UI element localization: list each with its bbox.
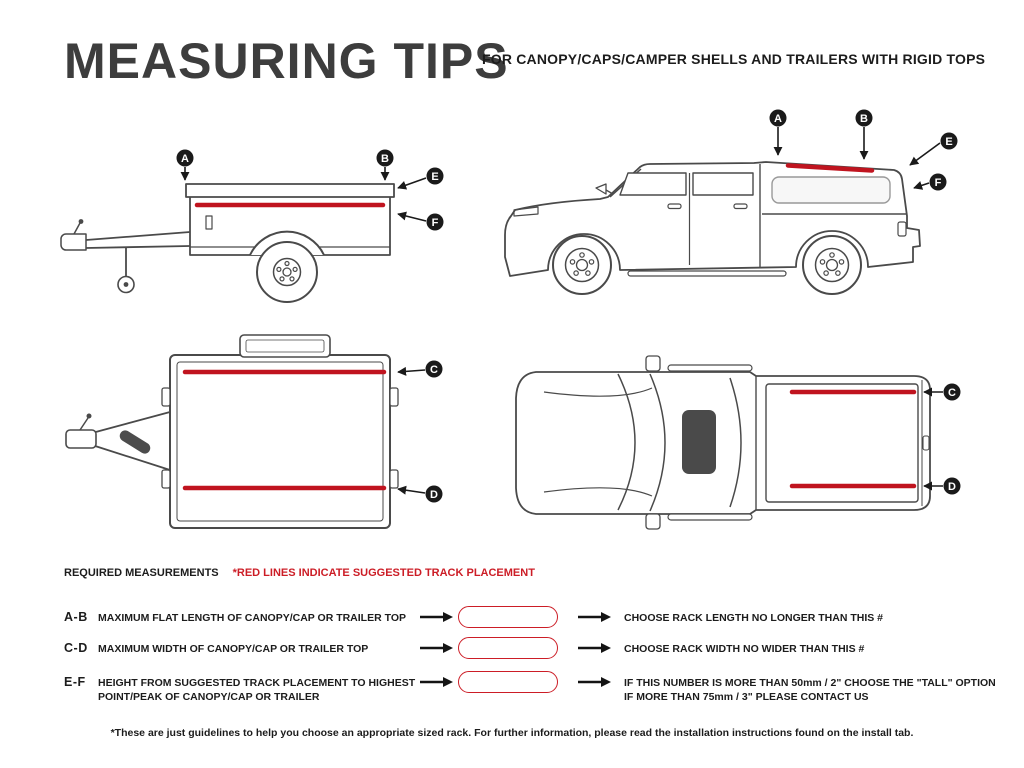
required-measurements-heading: REQUIRED MEASUREMENTS bbox=[64, 567, 219, 579]
trailer-top-outline bbox=[65, 334, 399, 529]
guidelines-footnote: *These are just guidelines to help you c… bbox=[110, 727, 914, 739]
svg-text:B: B bbox=[381, 153, 389, 165]
flow-arrow-icon bbox=[420, 612, 453, 622]
measurement-value-box-ab bbox=[458, 606, 558, 628]
svg-text:A: A bbox=[181, 153, 189, 165]
flow-arrow-icon bbox=[578, 612, 611, 622]
sunroof bbox=[682, 410, 716, 474]
svg-text:F: F bbox=[935, 177, 942, 189]
label-marker-b: B bbox=[855, 109, 873, 160]
measurement-row-ab: A-B MAXIMUM FLAT LENGTH OF CANOPY/CAP OR… bbox=[0, 606, 1024, 636]
label-marker-e: E bbox=[909, 132, 958, 166]
label-marker-c: C bbox=[923, 383, 961, 401]
label-marker-f: F bbox=[397, 211, 444, 231]
jockey-wheel-handle bbox=[119, 430, 151, 454]
truck-rear-wheel bbox=[802, 235, 862, 295]
truck-canopy-side-view-diagram: A B E F bbox=[504, 109, 958, 295]
truck-front-wheel bbox=[552, 235, 612, 295]
svg-text:E: E bbox=[431, 171, 438, 183]
measurement-row-ef: E-F HEIGHT FROM SUGGESTED TRACK PLACEMEN… bbox=[0, 671, 1024, 703]
svg-text:E: E bbox=[945, 136, 952, 148]
measurement-value-box-cd bbox=[458, 637, 558, 659]
label-marker-c: C bbox=[397, 360, 443, 378]
measurement-value-box-ef bbox=[458, 671, 558, 693]
svg-text:A: A bbox=[774, 113, 782, 125]
measurement-code-ab: A-B bbox=[64, 610, 88, 624]
svg-text:C: C bbox=[948, 387, 956, 399]
trailer-side-view-diagram: A B E F bbox=[60, 149, 444, 303]
truck-top-view-diagram: C D bbox=[515, 355, 961, 530]
measurement-guidance-ef: IF THIS NUMBER IS MORE THAN 50mm / 2" CH… bbox=[624, 677, 996, 703]
label-marker-a: A bbox=[769, 109, 787, 156]
trailer-body-outline bbox=[60, 183, 395, 294]
flow-arrow-icon bbox=[420, 643, 453, 653]
svg-text:D: D bbox=[430, 489, 438, 501]
label-marker-d: D bbox=[397, 485, 443, 503]
track-placement-note: *RED LINES INDICATE SUGGESTED TRACK PLAC… bbox=[232, 567, 535, 579]
svg-text:C: C bbox=[430, 364, 438, 376]
measurement-guidance-ab: CHOOSE RACK LENGTH NO LONGER THAN THIS # bbox=[624, 612, 884, 624]
required-measurements-header: REQUIRED MEASUREMENTS *RED LINES INDICAT… bbox=[64, 567, 535, 579]
track-placement-line bbox=[785, 163, 875, 173]
svg-text:B: B bbox=[860, 113, 868, 125]
flow-arrow-icon bbox=[578, 643, 611, 653]
flow-arrow-icon bbox=[420, 677, 453, 687]
measurement-code-cd: C-D bbox=[64, 641, 88, 655]
label-marker-b: B bbox=[376, 149, 394, 181]
truck-top-outline bbox=[515, 355, 931, 530]
measurement-guidance-cd: CHOOSE RACK WIDTH NO WIDER THAN THIS # bbox=[624, 643, 865, 655]
measurement-row-cd: C-D MAXIMUM WIDTH OF CANOPY/CAP OR TRAIL… bbox=[0, 637, 1024, 667]
label-marker-e: E bbox=[397, 167, 444, 190]
flow-arrow-icon bbox=[578, 677, 611, 687]
label-marker-f: F bbox=[913, 173, 947, 191]
measurement-description-ef: HEIGHT FROM SUGGESTED TRACK PLACEMENT TO… bbox=[98, 677, 416, 703]
trailer-wheel bbox=[256, 241, 318, 303]
trailer-top-view-diagram: C D bbox=[65, 334, 443, 529]
measurement-description-ab: MAXIMUM FLAT LENGTH OF CANOPY/CAP OR TRA… bbox=[98, 612, 406, 624]
measurement-description-cd: MAXIMUM WIDTH OF CANOPY/CAP OR TRAILER T… bbox=[98, 643, 369, 655]
label-marker-a: A bbox=[176, 149, 194, 181]
truck-body-outline bbox=[504, 161, 921, 277]
measurement-code-ef: E-F bbox=[64, 675, 86, 689]
label-marker-d: D bbox=[923, 477, 961, 495]
svg-text:D: D bbox=[948, 481, 956, 493]
page-subtitle: FOR CANOPY/CAPS/CAMPER SHELLS AND TRAILE… bbox=[482, 51, 986, 67]
page-title: MEASURING TIPS bbox=[64, 33, 509, 89]
svg-text:F: F bbox=[432, 217, 439, 229]
